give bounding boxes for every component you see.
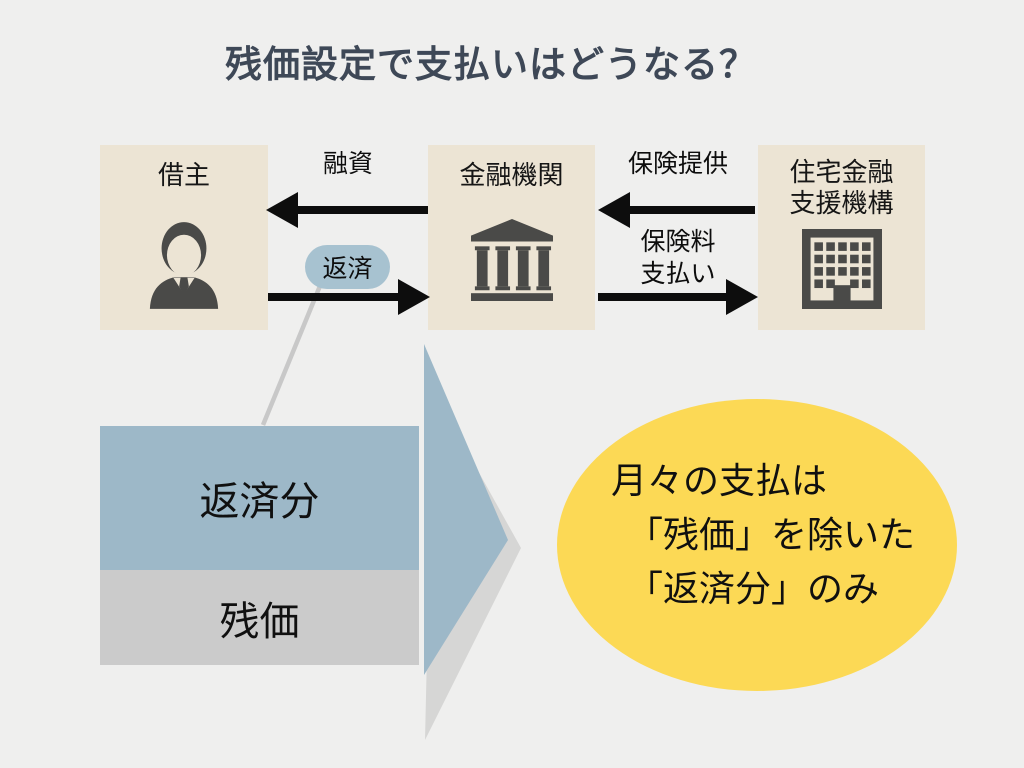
repayment-leader-line <box>260 280 325 426</box>
page-title: 残価設定で支払いはどうなる？ <box>225 44 757 85</box>
residual-value-label: 残価 <box>219 599 300 644</box>
payment-breakdown-arrow <box>100 344 521 740</box>
repayment-portion-label: 返済分 <box>199 480 320 524</box>
building-windows <box>813 242 871 309</box>
office-building-icon <box>801 229 882 314</box>
arrow-blue-head <box>424 344 508 675</box>
loan-arrow <box>266 192 428 228</box>
flow-arrows <box>266 192 758 315</box>
callout-ellipse: 月々の支払は 「残価」を除いた 「返済分」のみ <box>557 399 957 691</box>
node-borrower-label: 借主 <box>157 160 210 190</box>
bank-columns <box>474 246 551 291</box>
repayment-pill: 返済 <box>305 245 390 289</box>
callout-text: 月々の支払は 「残価」を除いた 「返済分」のみ <box>611 460 916 609</box>
node-financial-institution-label: 金融機関 <box>459 160 564 190</box>
person-icon <box>145 218 223 315</box>
insurance-provision-label: 保険提供 <box>627 150 728 178</box>
node-financial-institution: 金融機関 <box>428 145 595 330</box>
building-door <box>832 285 851 309</box>
repayment-arrow <box>268 279 430 315</box>
node-borrower: 借主 <box>100 145 268 330</box>
residual-value-bar <box>100 570 419 665</box>
repayment-portion-bar <box>100 426 419 570</box>
loan-label: 融資 <box>322 150 373 178</box>
bank-icon <box>470 219 553 306</box>
insurance-premium-arrow <box>598 279 758 315</box>
node-housing-agency: 住宅金融 支援機構 <box>758 145 925 330</box>
insurance-premium-label: 保険料 支払い <box>640 228 716 288</box>
insurance-provision-arrow <box>598 192 755 228</box>
node-housing-agency-label: 住宅金融 支援機構 <box>789 157 894 218</box>
